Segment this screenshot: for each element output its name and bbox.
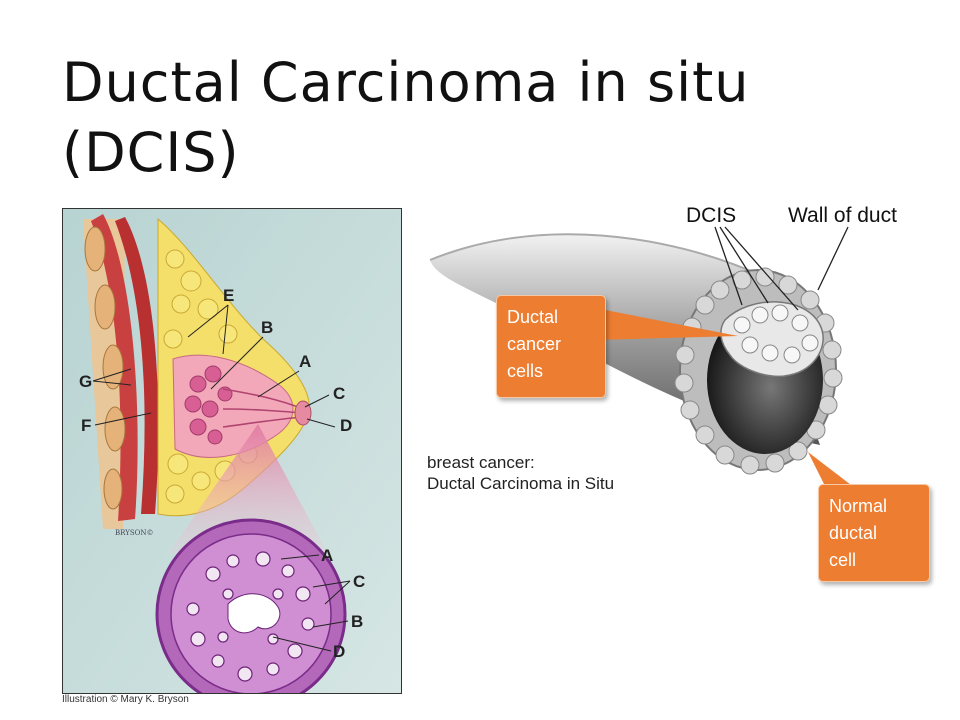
caption-line-1: breast cancer: <box>427 453 535 472</box>
letter-e: E <box>223 286 234 305</box>
normal-pointer <box>808 452 855 492</box>
rib-1 <box>84 226 106 272</box>
cancer-pointer <box>595 308 738 340</box>
letter-f: F <box>81 416 91 435</box>
breast-anatomy-illustration: E B A G C F D A C B D BRYSON© <box>62 208 402 694</box>
slide-title: Ductal Carcinoma in situ (DCIS) <box>62 48 862 188</box>
rib-3 <box>102 344 124 390</box>
callout-cancer-line-1: Ductal <box>507 307 559 327</box>
callout-normal-ductal-cell: Normal ductal cell <box>818 484 930 582</box>
callout-normal-line-3: cell <box>829 550 857 570</box>
label-wall-of-duct: Wall of duct <box>788 204 897 227</box>
duct-letter-c: C <box>353 572 365 591</box>
callout-normal-line-1: Normal <box>829 496 888 516</box>
rib-5 <box>103 468 123 510</box>
letter-d: D <box>340 416 352 435</box>
callout-ductal-cancer-cells: Ductal cancer cells <box>496 295 606 398</box>
title-line-2: (DCIS) <box>62 121 240 184</box>
figure-caption: breast cancer: Ductal Carcinoma in Situ <box>427 452 614 494</box>
rib-2 <box>94 284 116 330</box>
magnification-cone <box>168 424 328 554</box>
duct-letter-b: B <box>351 612 363 631</box>
duct-3d-illustration <box>429 226 849 475</box>
letter-g: G <box>79 372 92 391</box>
label-dcis: DCIS <box>686 204 737 227</box>
rib-4 <box>104 406 126 452</box>
callout-cancer-line-3: cells <box>507 361 544 381</box>
illustration-credit: Illustration © Mary K. Bryson <box>62 694 189 705</box>
muscle-inner <box>115 217 159 514</box>
muscle-outer <box>91 214 138 521</box>
breast-anatomy-drawing: E B A G C F D A C B D BRYSON© <box>63 209 401 693</box>
callout-normal-line-2: ductal <box>829 523 878 543</box>
duct-letter-a: A <box>321 546 333 565</box>
title-line-1: Ductal Carcinoma in situ <box>62 51 750 114</box>
letter-c: C <box>333 384 345 403</box>
letter-a: A <box>299 352 311 371</box>
duct-lumen <box>227 593 281 634</box>
letter-b: B <box>261 318 273 337</box>
caption-line-2: Ductal Carcinoma in Situ <box>427 474 615 493</box>
callout-cancer-line-2: cancer <box>507 334 562 354</box>
artist-signature: BRYSON© <box>115 529 153 537</box>
duct-letter-d: D <box>333 642 345 661</box>
